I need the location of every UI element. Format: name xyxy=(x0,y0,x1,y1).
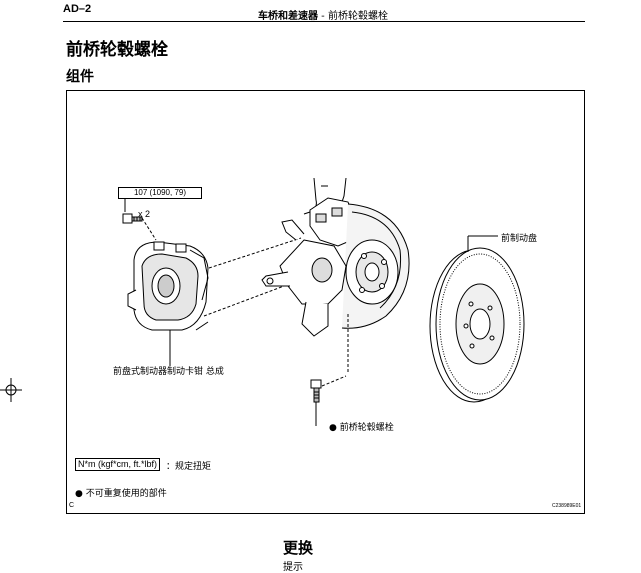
header-subsection: 前桥轮毂螺栓 xyxy=(327,11,388,22)
page-code: AD–2 xyxy=(63,3,92,15)
header-rule xyxy=(63,21,585,22)
brake-caliper-drawing xyxy=(127,241,209,366)
label-brake-caliper: 前盘式制动器制动卡钳 总成 xyxy=(113,367,224,377)
page-title: 前桥轮毂螺栓 xyxy=(66,40,168,60)
legend-torque-unit: N*m (kgf*cm, ft.*lbf) xyxy=(75,458,161,471)
component-illustration xyxy=(122,177,525,426)
figure-frame xyxy=(66,90,585,514)
legend-non-reusable: ● 不可重复使用的部件 xyxy=(75,486,167,499)
legend-non-reusable-text: 不可重复使用的部件 xyxy=(85,489,167,499)
non-reusable-bullet: ● xyxy=(329,423,337,433)
bolt-quantity: x 2 xyxy=(138,209,151,219)
torque-spec-box: 107 (1090, 79) xyxy=(118,187,202,199)
header-section: 车桥和差速器 xyxy=(258,11,318,22)
section-title: 组件 xyxy=(66,69,94,85)
figure-corner-mark: C xyxy=(69,502,75,509)
replace-heading: 更换 xyxy=(283,539,314,557)
label-hub-bolt: ● 前桥轮毂螺栓 xyxy=(329,420,394,433)
label-hub-bolt-text: 前桥轮毂螺栓 xyxy=(339,423,394,433)
registration-mark-icon xyxy=(0,378,22,402)
hub-bolt-icon xyxy=(310,379,322,426)
caliper-bolt-icon xyxy=(122,213,143,224)
header-separator: - xyxy=(318,11,328,22)
label-brake-disc: 前制动盘 xyxy=(501,234,538,244)
legend-torque-desc: ：规定扭矩 xyxy=(166,462,212,472)
figure-code: C238989E01 xyxy=(552,503,582,509)
brake-disc-drawing xyxy=(429,235,525,403)
hint-text: 提示 xyxy=(283,562,303,573)
legend-bullet-icon: ● xyxy=(75,489,83,499)
header-title: 车桥和差速器 - 前桥轮毂螺栓 xyxy=(258,7,388,22)
steering-knuckle-drawing xyxy=(261,177,410,374)
